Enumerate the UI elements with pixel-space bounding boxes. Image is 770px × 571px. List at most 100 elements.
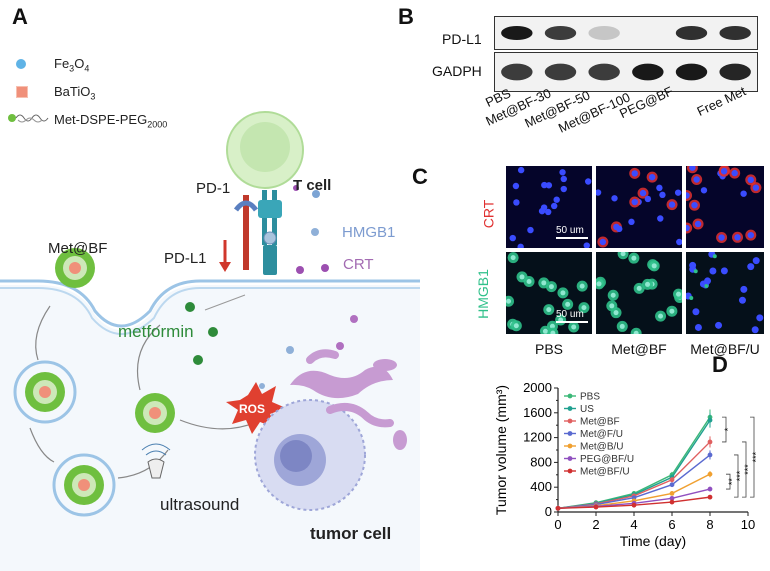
nucleus	[509, 234, 516, 242]
nucleus	[740, 285, 748, 293]
data-point	[669, 499, 675, 505]
label-tumor: tumor cell	[310, 524, 392, 543]
nucleus	[559, 169, 566, 176]
nucleus	[644, 195, 652, 203]
nucleus	[541, 280, 547, 286]
nucleus	[560, 175, 567, 183]
significance-label: ***	[735, 470, 745, 481]
label-pd1: PD-1	[196, 180, 231, 197]
nucleus	[704, 277, 712, 285]
y-tick-label: 1200	[523, 430, 552, 445]
x-axis-label: Time (day)	[620, 533, 686, 549]
nucleus	[596, 281, 602, 287]
legend-label: PEG@BF/U	[580, 454, 634, 465]
data-point	[669, 491, 675, 496]
y-tick-label: 400	[530, 479, 552, 494]
panel-label-b: B	[398, 4, 414, 29]
nucleus	[657, 215, 664, 222]
blot-band	[544, 25, 577, 41]
nucleus	[700, 187, 708, 194]
nucleus	[694, 220, 702, 228]
blot-band	[544, 63, 577, 81]
data-point	[593, 504, 599, 510]
nucleus	[718, 234, 725, 241]
nucleus	[694, 323, 702, 331]
nucleus	[538, 207, 546, 215]
nucleus	[674, 189, 682, 196]
nucleus	[747, 263, 755, 271]
data-point	[669, 495, 675, 501]
nucleus	[639, 189, 647, 197]
blot-band	[675, 25, 708, 41]
data-point	[555, 505, 561, 511]
nucleus	[689, 164, 696, 171]
nucleus	[545, 182, 553, 189]
nucleus	[693, 176, 700, 183]
micro-crt-metbf	[594, 166, 683, 248]
significance-label: *	[723, 427, 733, 431]
nucleus	[620, 251, 626, 257]
label-ultrasound: ultrasound	[160, 495, 240, 514]
nucleus	[565, 301, 571, 307]
blot-band	[501, 63, 533, 81]
nucleus	[517, 243, 524, 251]
significance-bracket	[742, 441, 747, 498]
y-tick-label: 1600	[523, 405, 552, 420]
data-point	[707, 471, 713, 477]
micro-crt-pbs	[506, 166, 592, 251]
nucleus	[610, 292, 616, 298]
label-pdl1: PD-L1	[164, 250, 207, 267]
legend-label: Met@BF	[580, 417, 620, 428]
nucleus	[720, 267, 728, 275]
data-point	[669, 477, 675, 483]
label-hmgb1: HMGB1	[342, 224, 396, 241]
significance-bracket	[726, 473, 731, 490]
nucleus	[594, 189, 602, 196]
nucleus	[616, 225, 623, 233]
legend-marker	[567, 406, 573, 411]
nucleus	[648, 173, 656, 181]
nucleus	[631, 170, 638, 177]
micro-row-hmgb1: HMGB1	[474, 269, 491, 319]
blot-band	[675, 63, 708, 81]
legend-met: Met-DSPE-PEG2000	[54, 112, 168, 130]
significance-bracket	[750, 416, 755, 498]
blot-band	[719, 63, 751, 81]
label-ros: ROS	[239, 402, 266, 416]
nucleus	[579, 283, 585, 289]
nucleus	[656, 184, 663, 192]
legend-fe3o4-icon	[16, 59, 26, 69]
nucleus	[651, 263, 657, 269]
legend-label: Met@F/U	[580, 429, 623, 440]
legend-batio3-icon	[16, 86, 28, 98]
label-crt: CRT	[343, 256, 374, 273]
nucleus	[676, 291, 682, 297]
nucleus	[542, 328, 548, 334]
nucleus	[645, 281, 651, 287]
nucleus	[659, 191, 666, 199]
micro-crt-metbfu	[681, 162, 764, 248]
nucleus	[513, 199, 520, 206]
nucleus	[628, 218, 635, 226]
nucleus	[599, 238, 607, 246]
x-tick-label: 2	[592, 517, 599, 532]
nucleus	[548, 284, 554, 290]
nucleus	[683, 224, 690, 232]
nucleus	[541, 181, 548, 189]
data-point	[707, 417, 713, 423]
micro-col-metbf: Met@BF	[611, 341, 667, 357]
nucleus	[611, 195, 618, 202]
legend-fe3o4: Fe3O4	[54, 56, 90, 74]
legend-label: Met@B/U	[580, 442, 624, 453]
micro-hmgb1-metbf	[593, 248, 686, 339]
nucleus	[544, 208, 552, 216]
blot-gapdh-strip	[494, 52, 758, 92]
blot-band	[501, 25, 533, 41]
data-point	[669, 482, 675, 488]
legend-marker	[567, 456, 573, 461]
micro-col-pbs: PBS	[534, 341, 563, 357]
label-metbf: Met@BF	[48, 240, 108, 257]
legend-label: US	[580, 404, 594, 415]
nucleus	[613, 310, 619, 316]
scale-bar-crt: 50 um	[556, 225, 588, 239]
